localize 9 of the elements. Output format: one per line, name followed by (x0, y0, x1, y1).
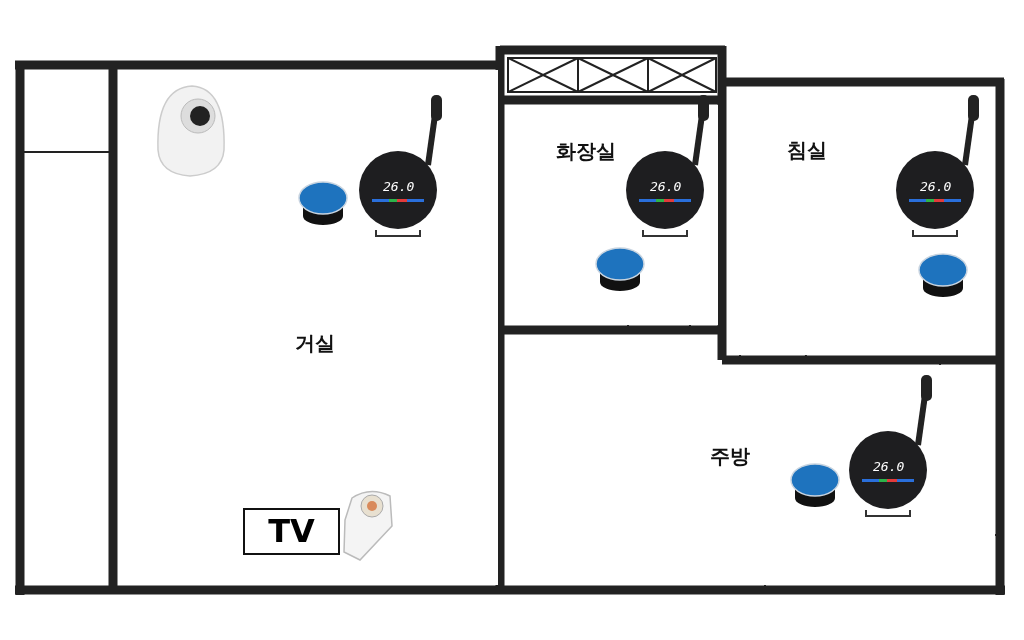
tv-box: TV (243, 508, 340, 555)
room-label: 화장실 (556, 138, 616, 165)
display-reading: 26.0 (650, 179, 682, 194)
room-label: 주방 (710, 443, 750, 470)
display-reading: 26.0 (920, 179, 952, 194)
display-reading: 26.0 (383, 179, 415, 194)
display-reading: 26.0 (873, 459, 905, 474)
room-label: 침실 (787, 137, 827, 164)
room-label: 거실 (295, 330, 335, 357)
